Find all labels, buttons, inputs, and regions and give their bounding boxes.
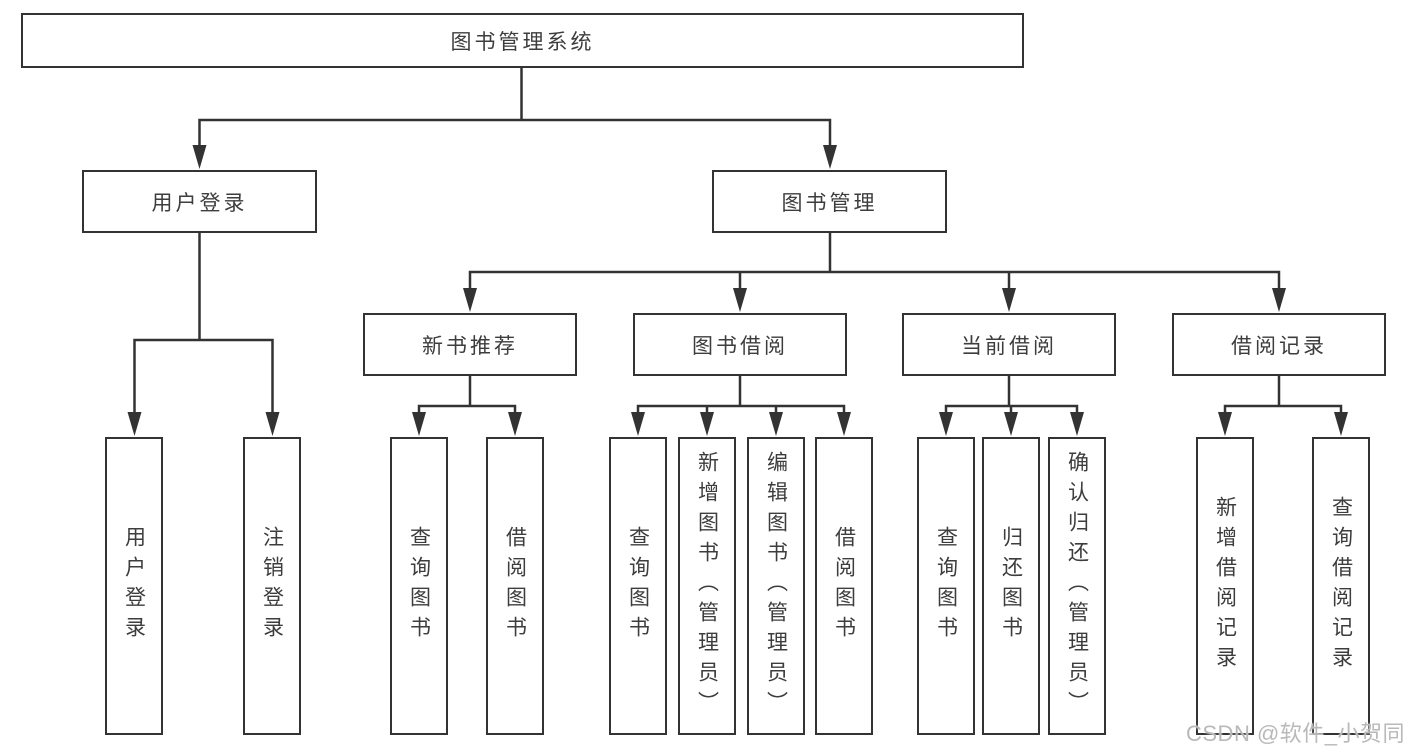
leaf-return-book: 归还图书: [982, 437, 1040, 735]
leaf-label: 用户登录: [122, 526, 146, 646]
leaf-edit-book-admin: 编辑图书（管理员）: [747, 437, 805, 735]
node-book-management-system: 图书管理系统: [21, 13, 1024, 68]
leaf-confirm-return-admin: 确认归还（管理员）: [1048, 437, 1106, 735]
node-book-borrowing: 图书借阅: [633, 313, 847, 376]
leaf-label: 确认归还（管理员）: [1065, 451, 1089, 721]
leaf-label: 编辑图书（管理员）: [764, 451, 788, 721]
node-current-borrowing: 当前借阅: [902, 313, 1116, 376]
leaf-label: 新增图书（管理员）: [695, 451, 719, 721]
node-label: 图书借阅: [692, 334, 788, 358]
node-label: 新书推荐: [422, 334, 518, 358]
node-label: 借阅记录: [1231, 334, 1327, 358]
arrowhead-icons: [127, 145, 1348, 436]
leaf-label: 查询图书: [934, 526, 958, 646]
leaf-label: 归还图书: [999, 526, 1023, 646]
leaf-label: 查询图书: [407, 526, 431, 646]
node-user-login-branch: 用户登录: [82, 170, 317, 233]
node-borrowing-records: 借阅记录: [1172, 313, 1386, 376]
leaf-query-books-current: 查询图书: [917, 437, 975, 735]
leaf-query-borrowing-record: 查询借阅记录: [1312, 437, 1370, 735]
node-label: 图书管理: [781, 191, 878, 215]
leaf-label: 借阅图书: [503, 526, 527, 646]
node-book-management: 图书管理: [712, 170, 947, 233]
node-label: 当前借阅: [961, 334, 1057, 358]
leaf-label: 借阅图书: [832, 526, 856, 646]
leaf-label: 查询借阅记录: [1329, 496, 1353, 676]
node-label: 用户登录: [151, 191, 248, 215]
leaf-borrow-books: 借阅图书: [815, 437, 873, 735]
leaf-add-borrowing-record: 新增借阅记录: [1196, 437, 1254, 735]
leaf-label: 注销登录: [260, 526, 284, 646]
leaf-logout: 注销登录: [243, 437, 301, 735]
leaf-label: 新增借阅记录: [1213, 496, 1237, 676]
leaf-query-books-borrowing: 查询图书: [609, 437, 667, 735]
node-new-book-recommendation: 新书推荐: [363, 313, 577, 376]
leaf-user-login: 用户登录: [105, 437, 163, 735]
leaf-query-books-recommend: 查询图书: [390, 437, 448, 735]
leaf-borrow-books-recommend: 借阅图书: [486, 437, 544, 735]
leaf-label: 查询图书: [626, 526, 650, 646]
node-label: 图书管理系统: [450, 30, 595, 54]
leaf-add-book-admin: 新增图书（管理员）: [678, 437, 736, 735]
csdn-watermark: CSDN @软件_小贺同学: [1186, 721, 1405, 746]
